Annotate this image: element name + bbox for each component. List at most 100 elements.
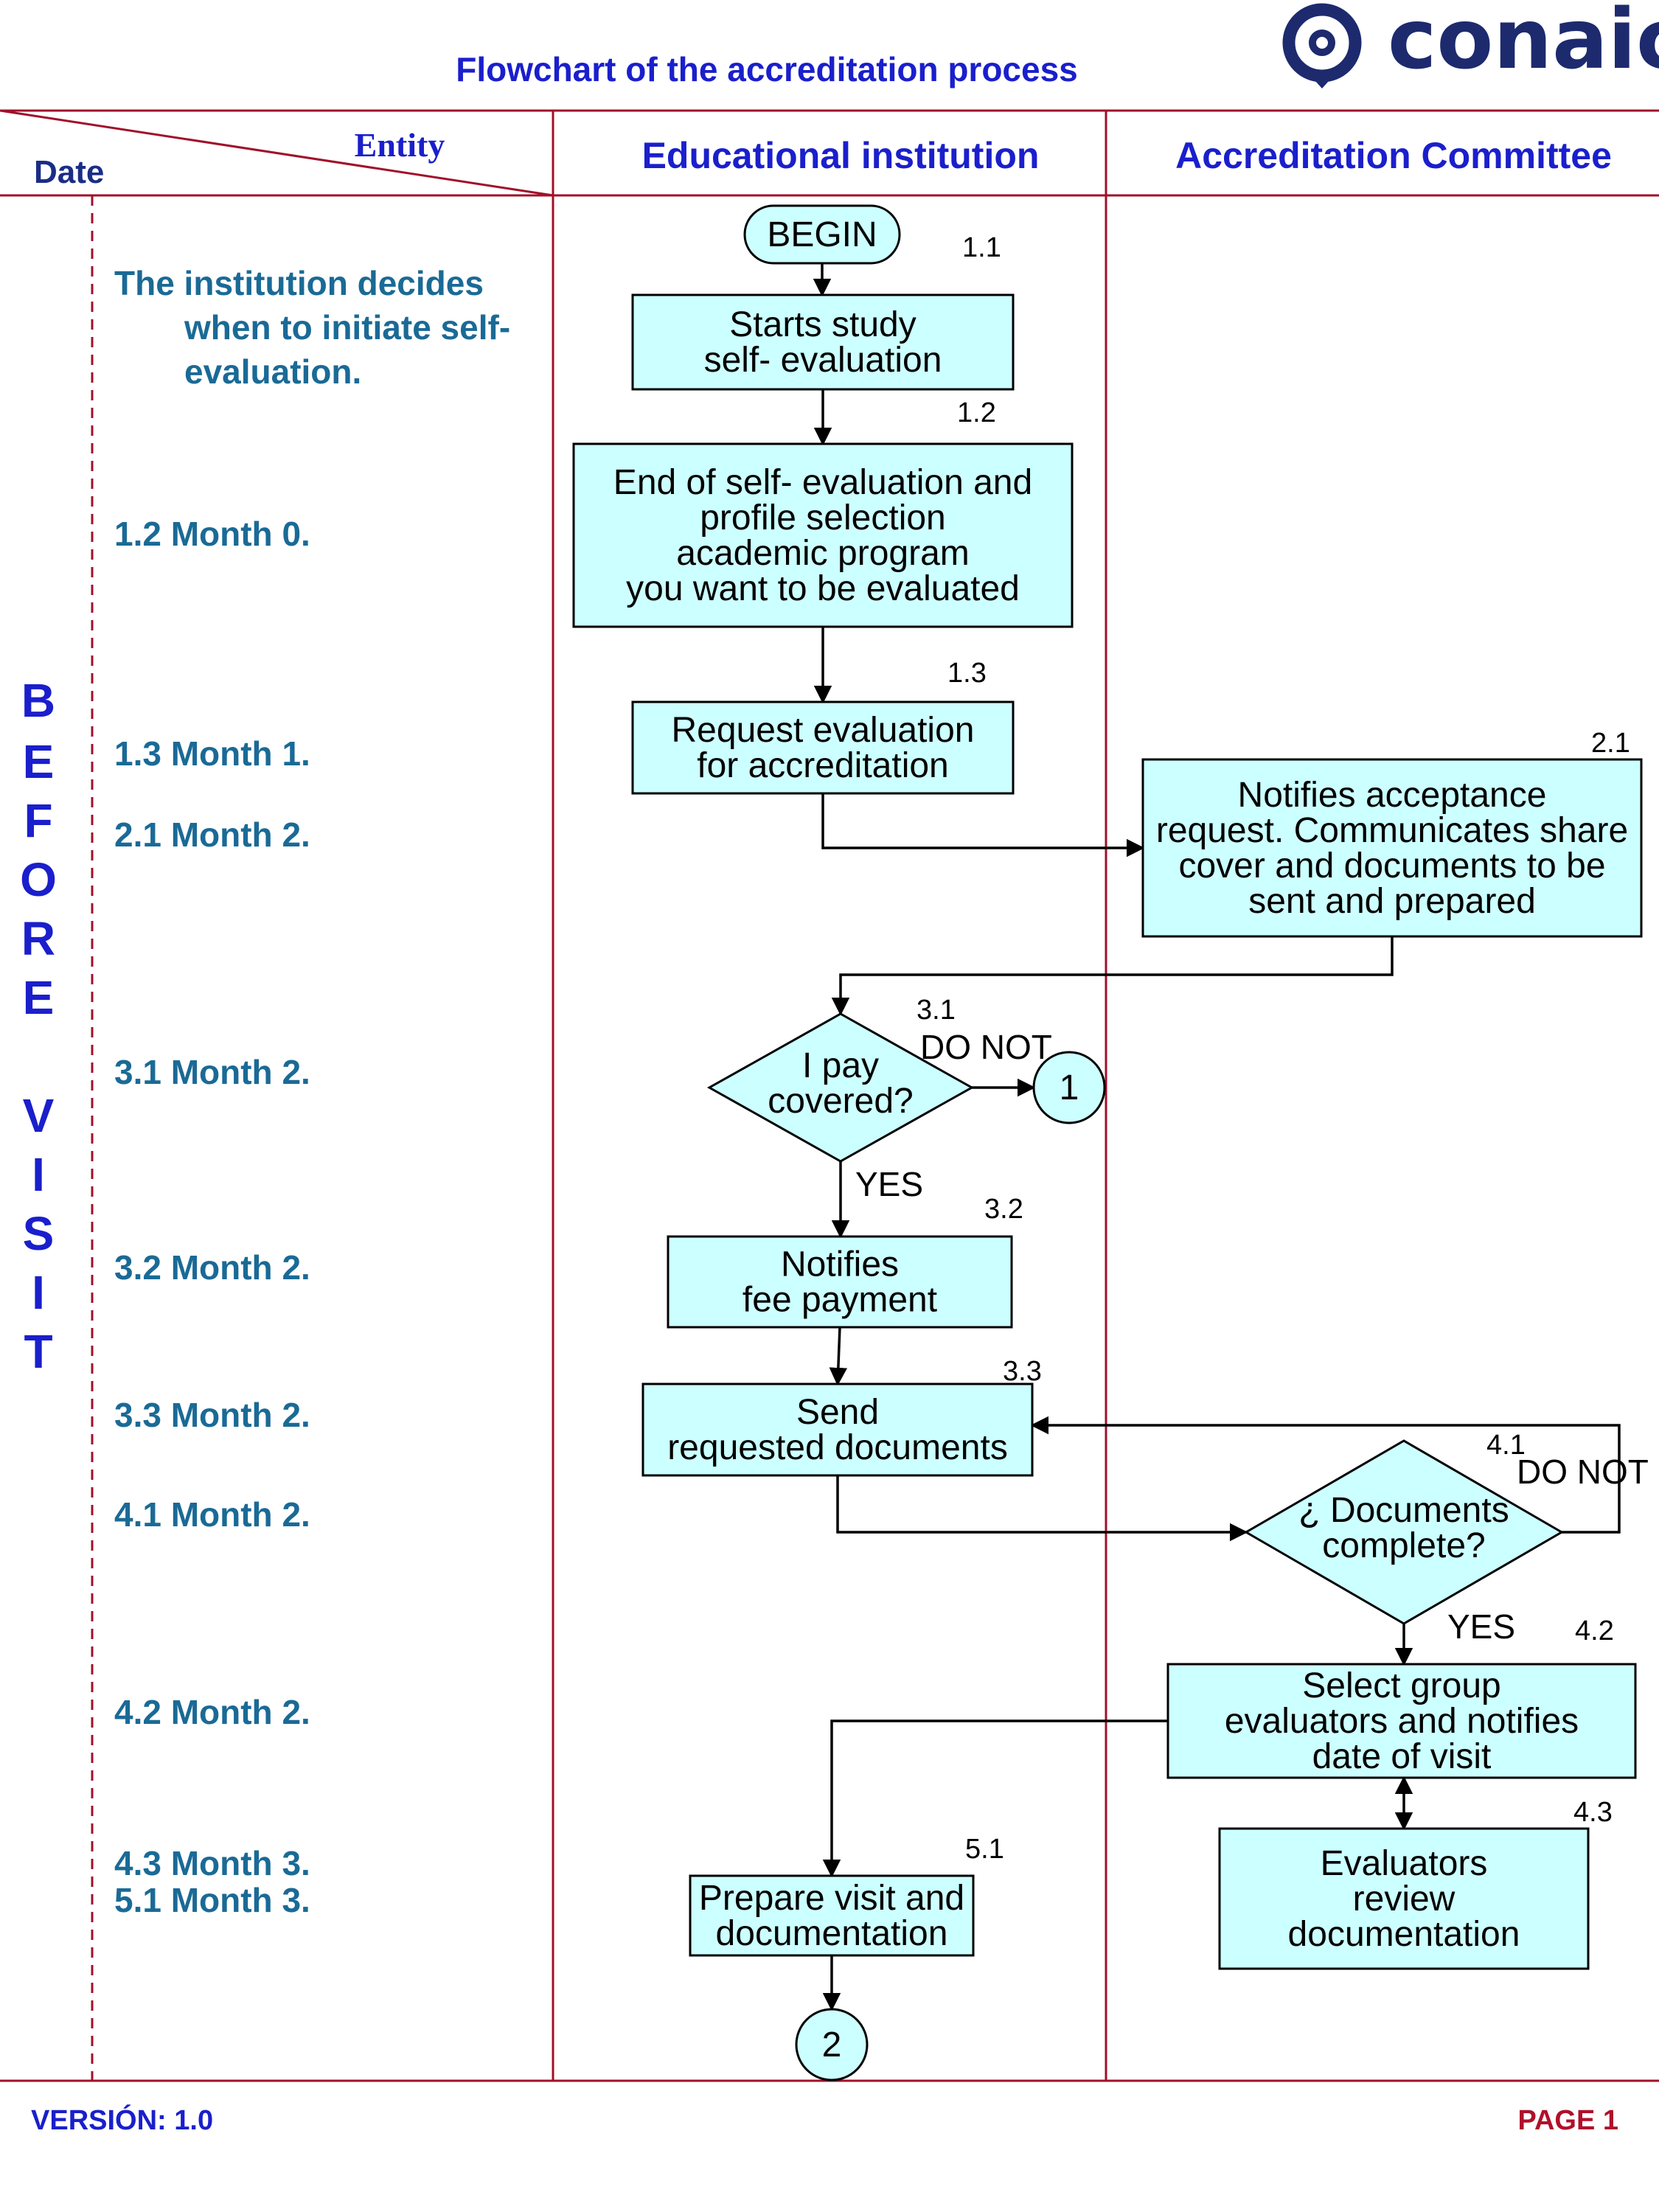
page-number: PAGE 1: [1517, 2105, 1618, 2136]
timeline-entry: 4.2 Month 2.: [114, 1693, 310, 1731]
node-text: cover and documents to be: [1178, 846, 1605, 886]
node-text: for accreditation: [697, 746, 949, 785]
date-header: Date: [34, 154, 104, 190]
node-text: documentation: [1288, 1915, 1520, 1954]
page-title: Flowchart of the accreditation process: [456, 50, 1078, 88]
node-text: self- evaluation: [704, 341, 942, 380]
node-text: BEGIN: [767, 215, 877, 254]
timeline-column: The institution decides when to initiate …: [114, 264, 510, 1919]
phase-letter: T: [24, 1325, 52, 1378]
node-c2: 2: [795, 2008, 869, 2081]
timeline-entry: 4.3 Month 3.: [114, 1844, 310, 1882]
edge-label: YES: [1447, 1607, 1515, 1646]
node-text: date of visit: [1312, 1737, 1492, 1776]
node-text: Request evaluation: [672, 711, 975, 750]
node-text: Starts study: [729, 305, 916, 344]
process-shape: [641, 1382, 1034, 1477]
node-text: profile selection: [700, 498, 946, 538]
step-number: 5.1: [965, 1834, 1004, 1865]
process-shape: [1141, 758, 1643, 938]
conaic-logo: conaic.: [1282, 0, 1659, 88]
process-shape: [1166, 1663, 1637, 1779]
process-shape: [667, 1235, 1013, 1329]
step-number: 4.2: [1575, 1615, 1614, 1646]
phase-letter: B: [21, 674, 55, 727]
version-label: VERSIÓN: 1.0: [31, 2104, 213, 2136]
node-text: covered?: [768, 1082, 913, 1121]
node-text: Evaluators: [1321, 1844, 1488, 1883]
connector-shape: [1032, 1051, 1106, 1124]
decision-shape: [706, 1012, 975, 1163]
node-text: requested documents: [667, 1428, 1008, 1467]
edge-d31-to-c1: DO NOT: [920, 1028, 1052, 1097]
step-number: 2.1: [1591, 728, 1630, 759]
process-shape: [572, 442, 1074, 628]
edge-d41-to-n42: YES: [1394, 1607, 1515, 1666]
process-shape: [1218, 1827, 1590, 1970]
node-text: Notifies: [781, 1245, 899, 1284]
lane-header-institution: Educational institution: [642, 135, 1040, 176]
timeline-entry: evaluation.: [184, 352, 361, 391]
edge-line: [829, 1326, 848, 1386]
edge-line: [836, 1475, 1248, 1542]
node-text: review: [1353, 1879, 1455, 1919]
edge-n42-to-n51: [822, 1719, 1168, 1878]
step-number: 3.1: [917, 995, 956, 1026]
node-text: sent and prepared: [1248, 882, 1536, 921]
node-text: 2: [822, 2025, 842, 2065]
step-number: 1.3: [947, 658, 987, 689]
timeline-entry: 4.1 Month 2.: [114, 1495, 310, 1534]
phase-letter: E: [23, 735, 55, 788]
node-text: ¿ Documents: [1298, 1491, 1509, 1530]
process-shape: [631, 700, 1015, 795]
edge-n33-to-d41: [836, 1475, 1248, 1542]
step-number: 1.2: [957, 397, 996, 428]
phase-letter: R: [21, 912, 55, 965]
timeline-entry: 1.3 Month 1.: [114, 734, 310, 773]
step-number: 4.1: [1486, 1430, 1526, 1461]
phase-letter: F: [24, 794, 52, 847]
node-text: request. Communicates share: [1156, 811, 1628, 850]
node-c1: 1: [1032, 1051, 1106, 1124]
phase-letter: E: [23, 971, 55, 1024]
timeline-entry: when to initiate self-: [184, 308, 510, 347]
timeline-entry: The institution decides: [114, 264, 484, 302]
process-shape: [631, 293, 1015, 391]
node-text: you want to be evaluated: [626, 569, 1020, 608]
node-text: Select group: [1302, 1666, 1501, 1705]
entity-header: Entity: [355, 126, 445, 164]
timeline-entry: 1.2 Month 0.: [114, 515, 310, 553]
phase-letter: O: [20, 853, 57, 906]
timeline-entry: 3.2 Month 2.: [114, 1248, 310, 1287]
phase-letter: I: [32, 1148, 45, 1201]
node-text: Send: [796, 1393, 879, 1432]
logo-text: conaic.: [1388, 0, 1659, 88]
timeline-entry: 2.1 Month 2.: [114, 815, 310, 854]
edge-n14-to-n21: [821, 793, 1145, 858]
step-number: 3.2: [984, 1194, 1023, 1225]
edge-label: DO NOT: [920, 1028, 1052, 1066]
lane-header-committee: Accreditation Committee: [1175, 135, 1612, 176]
node-text: fee payment: [742, 1281, 937, 1320]
timeline-entry: 3.1 Month 2.: [114, 1053, 310, 1091]
edge-line: [831, 936, 1394, 1016]
step-number: 3.3: [1003, 1356, 1042, 1387]
phase-letter: S: [23, 1207, 55, 1260]
location-pin-icon: [1282, 3, 1362, 88]
connector-shape: [795, 2008, 869, 2081]
decision-shape: [1244, 1439, 1564, 1625]
edge-label: YES: [855, 1165, 923, 1203]
